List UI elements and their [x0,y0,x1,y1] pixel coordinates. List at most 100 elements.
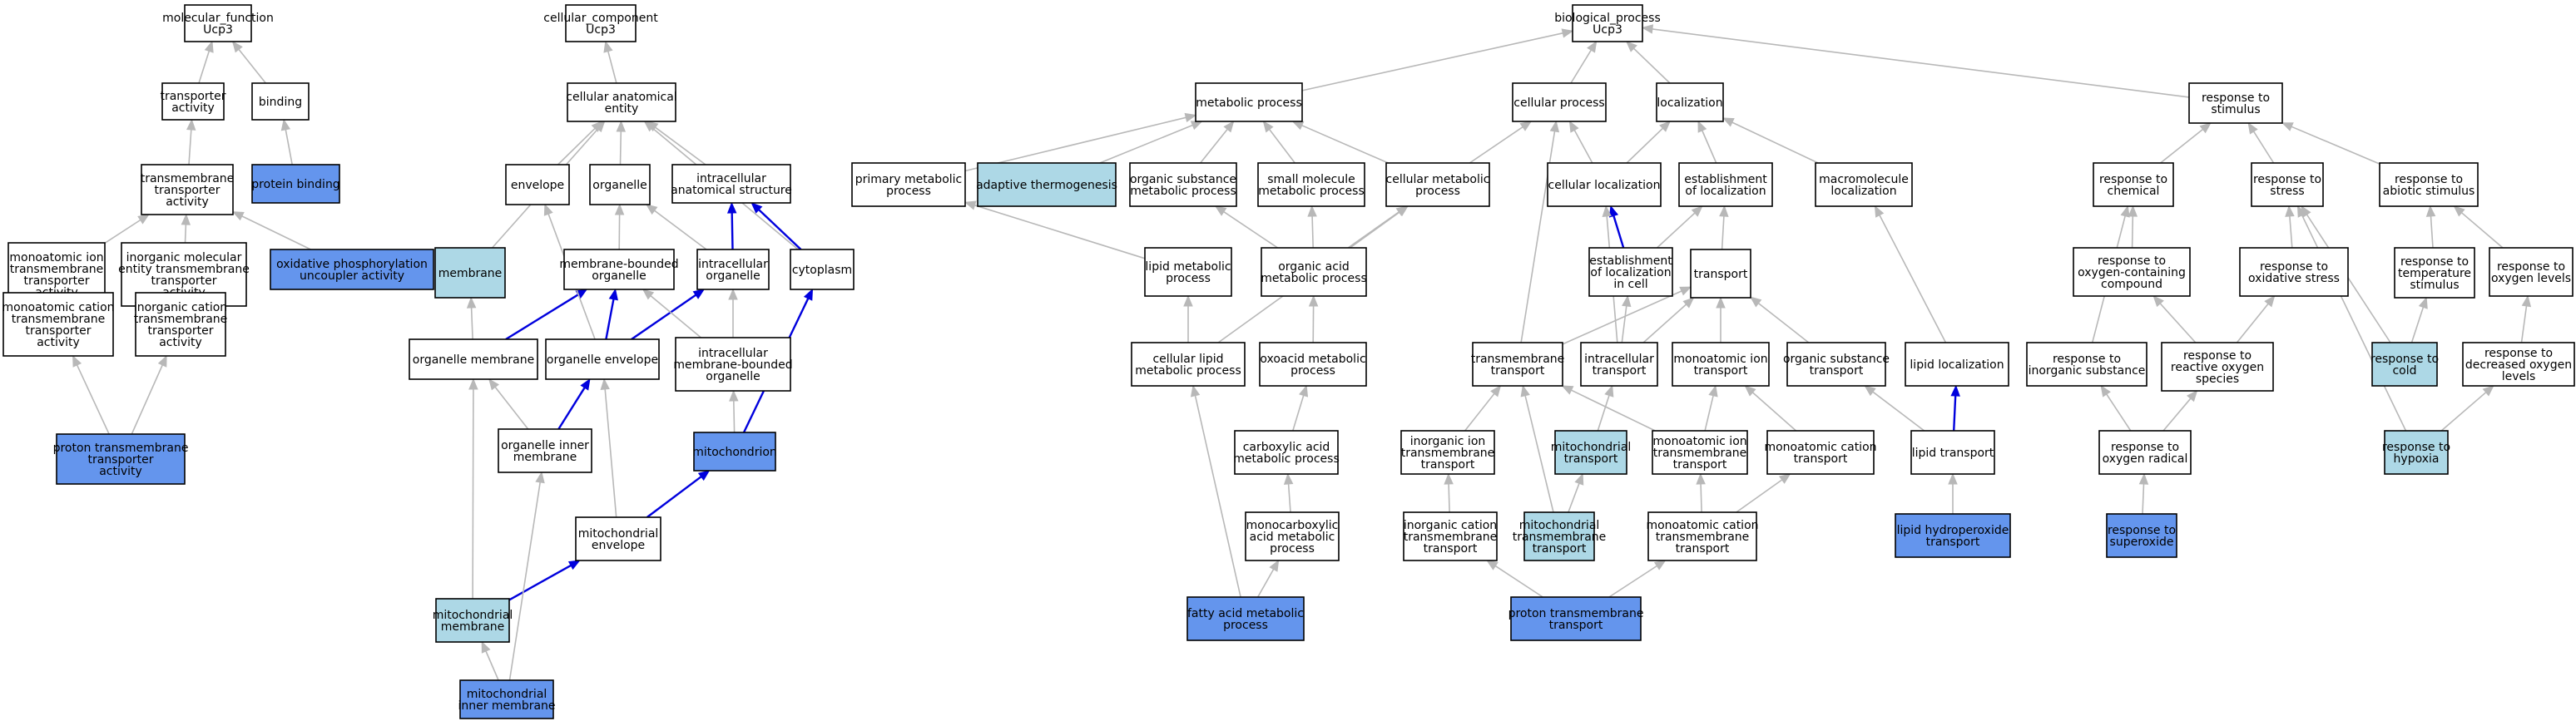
edge-arrowhead [645,204,658,215]
edge-response-to-stimulus-to-biological-process [1641,24,2190,98]
edge-arrowhead [2453,205,2465,217]
edge-line [494,387,529,430]
node-label-line: process [1223,619,1268,632]
node-label-line: response to [2202,91,2270,105]
edge-arrowhead [181,213,191,225]
edge-arrowhead [1568,120,1579,133]
node-label-line: entity transmembrane [118,263,250,276]
edge-response-to-superoxide-to-response-to-oxygen-radical [2138,472,2149,515]
edge-arrowhead [72,354,82,368]
edge-fatty-acid-metabolic-to-cellular-lipid-metabolic [1190,384,1241,598]
edge-fatty-acid-metabolic-to-monocarboxylic-acid-metabolic [1257,559,1280,598]
node-label-line: intracellular [698,258,768,271]
edge-line [650,295,702,338]
node-label-line: transport [1593,364,1647,378]
node-box [1672,342,1770,387]
node-label-line: establishment [1684,173,1767,186]
edge-line [604,388,617,518]
edge-mitochondrial-inner-membrane-to-mitochondrial-membrane [481,640,499,681]
node-localization: localization [1656,82,1724,122]
edge-line [505,294,579,341]
node-label-line: lipid hydroperoxide [1897,524,2009,537]
node-box [251,164,340,204]
edge-line [1301,125,1389,164]
node-label-line: oxoacid metabolic [1260,353,1365,366]
node-box [1259,342,1367,387]
edge-arrowhead [1490,384,1502,398]
node-label-line: response to [2108,524,2176,537]
node-label-line: oxygen radical [2103,452,2188,466]
edge-arrowhead [751,202,763,214]
edge-line [1194,395,1241,598]
node-label-line: cellular metabolic [1386,173,1490,186]
node-label-line: fatty acid metabolic [1187,607,1304,620]
node-label-line: mitochondrial [1551,441,1632,454]
node-box [270,249,434,290]
node-box [790,249,855,290]
edge-arrowhead [2100,384,2111,398]
node-label-line: metabolic process [1135,364,1241,378]
edge-arrowhead [466,296,477,309]
node-box [1234,430,1339,475]
edge-arrowhead [1749,296,1762,308]
node-box [1572,4,1643,42]
node-box [409,338,538,380]
edge-line [508,564,572,601]
node-label-line: inner membrane [458,699,555,713]
edge-macromolecule-localization-to-localization [1721,117,1819,164]
node-box [2462,342,2575,387]
node-label-line: primary metabolic [855,173,963,186]
node-label-line: transport [1424,542,1478,556]
node-label-line: chemical [2108,185,2160,198]
edge-arrowhead [1519,121,1533,131]
edge-line [2461,212,2504,249]
edge-line [1702,130,1717,164]
edge-line [1731,121,1819,164]
edge-lipid-localization-to-macromolecule-localization [1874,205,1947,343]
edge-arrowhead [614,203,625,215]
edge-arrowhead [692,289,706,299]
edge-arrowhead [2281,122,2294,131]
node-label-line: stimulus [2410,279,2459,292]
node-box [671,164,791,204]
node-label-line: response to [2400,255,2469,269]
edge-arrowhead [1697,120,1707,133]
node-box [563,249,675,290]
node-box [1195,82,1303,122]
edge-inorganic-ion-tm-transport-to-transmembrane-transport [1464,384,1502,432]
node-box [977,162,1117,207]
edge-arrowhead [157,354,167,368]
edge-arrowhead [2296,205,2307,218]
edge-line [1626,127,1663,164]
node-box [2394,247,2475,299]
node-box [2073,247,2191,297]
node-box [184,4,252,42]
node-label-line: activity [37,336,80,349]
edge-arrowhead [2128,205,2138,217]
node-label-line: process [1270,542,1315,556]
node-label-line: monoatomic ion [1673,353,1767,366]
node-box [1815,162,1913,207]
node-label-line: response to [2382,441,2450,454]
node-label-line: intracellular [698,347,768,360]
node-label-line: process [886,185,931,198]
edge-line [1469,126,1523,164]
node-protein-binding: protein binding [251,164,340,204]
edge-line [2106,393,2132,432]
edge-lipid-hydroperoxide-transport-to-lipid-transport [1948,472,1958,514]
edge-arrowhead [1744,385,1756,397]
edge-line [1524,395,1554,513]
node-box [1385,162,1490,207]
edge-arrowhead [1716,296,1726,309]
node-label-line: response to [2497,260,2565,274]
node-box [675,337,791,392]
node-label-line: protein binding [251,178,339,191]
edge-transmembrane-transport-to-transport [1562,286,1692,345]
